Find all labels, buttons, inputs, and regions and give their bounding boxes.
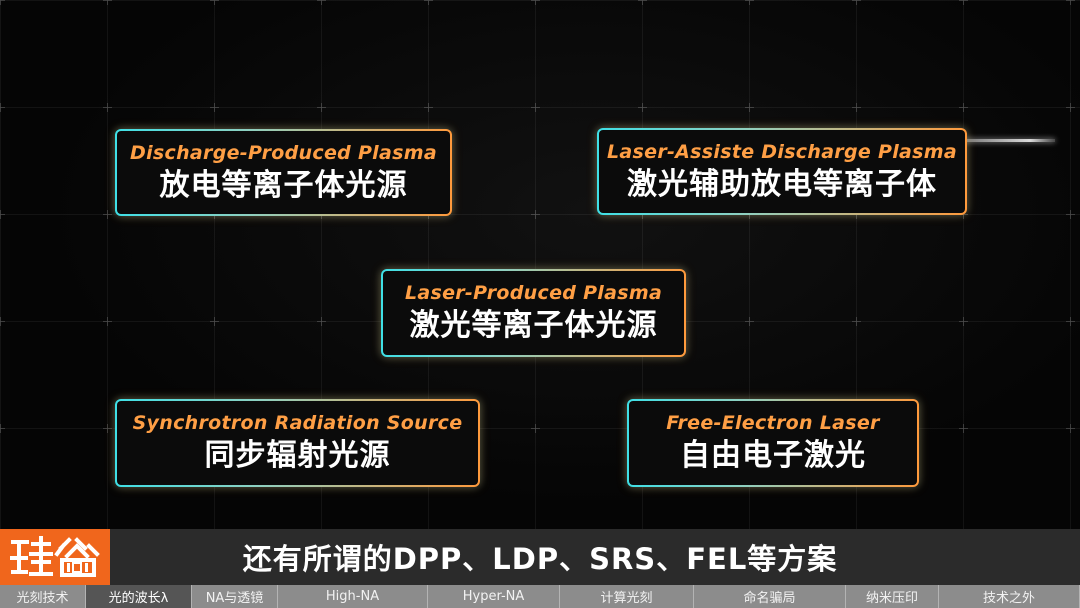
- card-chinese-label: 激光辅助放电等离子体: [627, 166, 937, 202]
- brand-logo: [0, 529, 110, 585]
- grid-cross-marker: [852, 0, 861, 5]
- card-chinese-label: 放电等离子体光源: [159, 167, 408, 203]
- grid-cross-marker: [103, 103, 112, 112]
- grid-cross-marker: [317, 0, 326, 5]
- card-english-label: Discharge-Produced Plasma: [130, 141, 437, 164]
- grid-cross-marker: [210, 103, 219, 112]
- grid-cross-marker: [959, 0, 968, 5]
- grid-cross-marker: [317, 103, 326, 112]
- grid-cross-marker: [210, 317, 219, 326]
- nav-item-2[interactable]: 光的波长λ: [86, 585, 192, 608]
- grid-cross-marker: [0, 317, 5, 326]
- grid-cross-marker: [1066, 210, 1075, 219]
- grid-cross-marker: [1066, 424, 1075, 433]
- nav-item-5[interactable]: Hyper-NA: [428, 585, 560, 608]
- grid-cross-marker: [1066, 103, 1075, 112]
- card-english-label: Free-Electron Laser: [666, 412, 880, 434]
- grid-cross-marker: [638, 103, 647, 112]
- card-english-label: Laser-Produced Plasma: [404, 282, 663, 304]
- grid-cross-marker: [638, 0, 647, 5]
- grid-cross-marker: [103, 424, 112, 433]
- grid-cross-marker: [745, 317, 754, 326]
- card-synchrotron-radiation-source: Synchrotron Radiation Source 同步辐射光源: [115, 399, 480, 487]
- grid-cross-marker: [745, 103, 754, 112]
- grid-cross-marker: [852, 103, 861, 112]
- card-chinese-label: 同步辐射光源: [204, 438, 391, 473]
- grid-cross-marker: [103, 317, 112, 326]
- grid-cross-marker: [210, 0, 219, 5]
- grid-cross-marker: [424, 0, 433, 5]
- grid-cross-marker: [745, 0, 754, 5]
- grid-cross-marker: [103, 0, 112, 5]
- card-laser-assisted-discharge-plasma: Laser-Assiste Discharge Plasma 激光辅助放电等离子…: [597, 128, 967, 215]
- nav-item-4[interactable]: High-NA: [278, 585, 428, 608]
- grid-cross-marker: [1066, 317, 1075, 326]
- nav-item-3[interactable]: NA与透镜: [192, 585, 278, 608]
- grid-cross-marker: [531, 210, 540, 219]
- nav-item-8[interactable]: 纳米压印: [846, 585, 939, 608]
- card-discharge-produced-plasma: Discharge-Produced Plasma 放电等离子体光源: [115, 129, 452, 216]
- card-free-electron-laser: Free-Electron Laser 自由电子激光: [627, 399, 919, 487]
- grid-cross-marker: [531, 424, 540, 433]
- subtitle-caption: 还有所谓的DPP、LDP、SRS、FEL等方案: [242, 542, 838, 576]
- grid-cross-marker: [0, 210, 5, 219]
- card-english-label: Laser-Assiste Discharge Plasma: [607, 140, 957, 163]
- grid-cross-marker: [531, 0, 540, 5]
- grid-cross-marker: [317, 317, 326, 326]
- grid-cross-marker: [0, 103, 5, 112]
- grid-cross-marker: [424, 103, 433, 112]
- subtitle-bar: [0, 529, 1080, 585]
- card-chinese-label: 激光等离子体光源: [409, 308, 658, 343]
- grid-cross-marker: [959, 424, 968, 433]
- logo-icon: [10, 536, 100, 577]
- light-streak: [890, 139, 1055, 142]
- grid-cross-marker: [0, 0, 5, 5]
- grid-cross-marker: [531, 103, 540, 112]
- nav-item-6[interactable]: 计算光刻: [560, 585, 694, 608]
- card-english-label: Synchrotron Radiation Source: [132, 412, 463, 434]
- grid-cross-marker: [1066, 0, 1075, 5]
- grid-cross-marker: [852, 317, 861, 326]
- grid-cross-marker: [959, 103, 968, 112]
- nav-item-7[interactable]: 命名骗局: [694, 585, 846, 608]
- nav-item-1[interactable]: 光刻技术: [0, 585, 86, 608]
- grid-cross-marker: [0, 424, 5, 433]
- grid-cross-marker: [103, 210, 112, 219]
- card-laser-produced-plasma: Laser-Produced Plasma 激光等离子体光源: [381, 269, 686, 357]
- grid-cross-marker: [959, 317, 968, 326]
- nav-item-9[interactable]: 技术之外: [939, 585, 1080, 608]
- card-chinese-label: 自由电子激光: [680, 438, 866, 473]
